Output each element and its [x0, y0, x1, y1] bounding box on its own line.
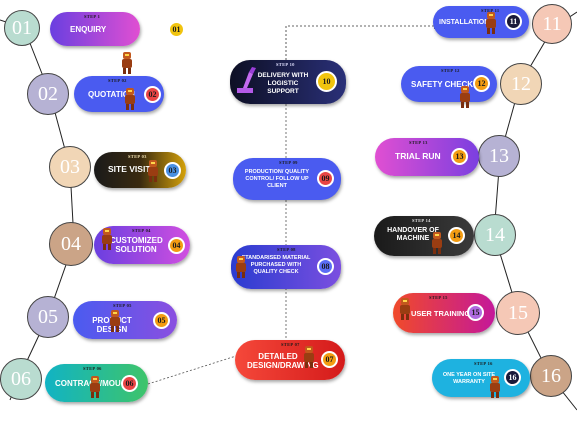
step-14-label: HANDOVER OF MACHINE [387, 227, 439, 242]
big-circle-01: 01 [4, 10, 40, 46]
big-circle-15: 15 [496, 291, 540, 335]
step-15-label: USER TRAINING [411, 309, 471, 318]
step-08-caption: STEP 08 [277, 247, 296, 252]
robotic-arm-icon [237, 67, 256, 93]
robot-figure-icon [484, 12, 498, 34]
robot-figure-icon [120, 52, 134, 74]
robot-figure-icon [234, 256, 248, 278]
step-03-caption: STEP 03 [128, 154, 147, 159]
big-circle-12: 12 [500, 63, 542, 105]
step-07-number: 07 [321, 351, 338, 368]
step-06-label: CONTRACT/MOU [55, 379, 121, 388]
step-15-caption: STEP 15 [429, 295, 448, 300]
step-09-pill: STEP 09 PRODUCTION/ QUALITY CONTROL/ FOL… [233, 158, 341, 200]
step-09-number: 09 [317, 170, 334, 187]
step-01-number: 01 [168, 21, 185, 38]
big-circle-16: 16 [530, 355, 572, 397]
robot-figure-icon [430, 232, 444, 254]
robot-figure-icon [88, 376, 102, 398]
step-02-pill: STEP 02 QUOTATION 02 [74, 76, 164, 112]
step-12-number: 12 [473, 75, 490, 92]
step-04-number: 04 [168, 237, 185, 254]
robot-figure-icon [302, 346, 316, 368]
step-08-number: 08 [317, 258, 334, 275]
step-06-number: 06 [121, 375, 138, 392]
step-16-number: 16 [504, 369, 521, 386]
step-03-label: SITE VISIT [108, 164, 151, 174]
big-circle-03: 03 [49, 146, 91, 188]
step-16-label: ONE YEAR ON SITE WARRANTY [442, 372, 496, 385]
step-07-label: DETAILED DESIGN/DRAWING [247, 352, 319, 370]
robot-figure-icon [458, 86, 472, 108]
step-12-caption: STEP 12 [441, 68, 460, 73]
step-04-caption: STEP 04 [132, 228, 151, 233]
step-11-label: INSTALLATION [439, 19, 490, 26]
step-07-caption: STEP 07 [281, 342, 300, 347]
step-07-pill: STEP 07 DETAILED DESIGN/DRAWING 07 [235, 340, 345, 380]
step-04-label: CUSTOMIZED SOLUTION [110, 236, 163, 254]
step-01-pill: STEP 1 ENQUIRY 01 [50, 12, 185, 46]
step-08-label: STANDARISED MATERIAL PURCHASED WITH QUAL… [241, 255, 311, 275]
step-05-pill: STEP 05 PRODUCT DESIGN 05 [73, 301, 177, 339]
step-09-caption: STEP 09 [279, 160, 298, 165]
robot-figure-icon [488, 376, 502, 398]
step-11-number: 11 [505, 13, 522, 30]
bottom-dashed-connector [147, 355, 237, 385]
step-11-caption: STEP 11 [481, 8, 500, 13]
step-06-caption: STEP 06 [83, 366, 102, 371]
robot-figure-icon [108, 310, 122, 332]
robot-figure-icon [100, 228, 114, 250]
step-16-caption: STEP 16 [474, 361, 493, 366]
big-circle-14: 14 [474, 214, 516, 256]
step-13-number: 13 [451, 148, 468, 165]
step-14-number: 14 [448, 227, 465, 244]
big-circle-04: 04 [49, 222, 93, 266]
step-13-pill: STEP 13 TRIAL RUN 13 [375, 138, 479, 176]
step-02-label: QUOTATION [88, 90, 135, 99]
step-01-label: ENQUIRY [70, 25, 107, 34]
step-02-number: 02 [144, 86, 161, 103]
big-circle-06: 06 [0, 358, 42, 400]
big-circle-11: 11 [532, 4, 572, 44]
step-09-label: PRODUCTION/ QUALITY CONTROL/ FOLLOW UP C… [244, 169, 310, 189]
step-12-label: SAFETY CHECK [411, 80, 474, 89]
step-10-number: 10 [316, 71, 337, 92]
robot-figure-icon [398, 298, 412, 320]
big-circle-05: 05 [27, 296, 69, 338]
robot-figure-icon [146, 160, 160, 182]
step-16-pill: STEP 16 ONE YEAR ON SITE WARRANTY 16 [432, 359, 530, 397]
step-13-caption: STEP 13 [409, 140, 428, 145]
step-05-caption: STEP 05 [113, 303, 132, 308]
big-circle-02: 02 [27, 73, 69, 115]
step-01-caption: STEP 1 [84, 14, 101, 19]
step-08-pill: STEP 08 STANDARISED MATERIAL PURCHASED W… [231, 245, 341, 289]
step-02-caption: STEP 02 [108, 78, 127, 83]
robot-figure-icon [123, 88, 137, 110]
big-circle-13: 13 [478, 135, 520, 177]
step-10-caption: STEP 10 [276, 62, 295, 67]
step-15-pill: STEP 15 USER TRAINING 15 [393, 293, 495, 333]
step-10-label: DELIVERY WITH LOGISTIC SUPPORT [257, 72, 309, 95]
step-14-pill: STEP 14 HANDOVER OF MACHINE 14 [374, 216, 474, 256]
step-14-caption: STEP 14 [412, 218, 431, 223]
step-03-pill: STEP 03 SITE VISIT 03 [94, 152, 186, 188]
step-05-number: 05 [153, 312, 170, 329]
step-13-label: TRIAL RUN [395, 151, 441, 161]
top-dashed-connector [285, 25, 434, 60]
step-12-pill: STEP 12 SAFETY CHECK 12 [401, 66, 497, 102]
step-15-number: 15 [467, 304, 484, 321]
step-11-pill: STEP 11 INSTALLATION 11 [433, 6, 529, 38]
step-03-number: 03 [164, 162, 181, 179]
